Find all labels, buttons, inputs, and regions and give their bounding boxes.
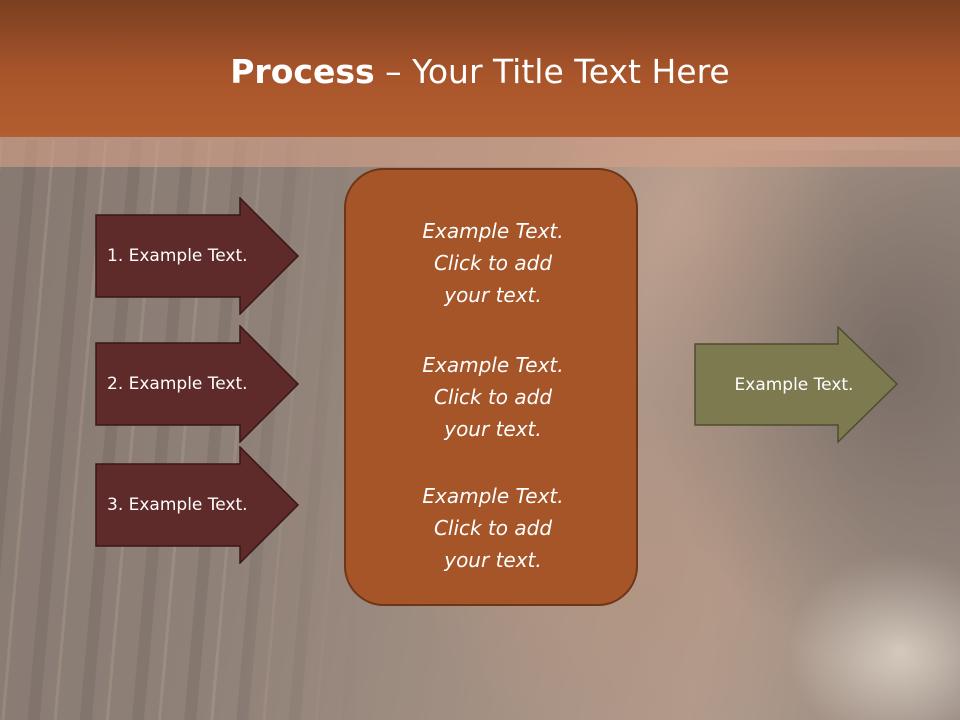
- center-text-3-line3: your text.: [444, 548, 542, 572]
- center-text-1-line2: Click to add: [433, 251, 553, 275]
- step-label-2: 2. Example Text.: [107, 374, 248, 394]
- center-text-box[interactable]: Example Text. Click to add your text. Ex…: [344, 168, 638, 606]
- title-band: [0, 137, 960, 167]
- center-text-2-line3: your text.: [444, 417, 542, 441]
- arrow-shape: [694, 326, 899, 444]
- center-text-2[interactable]: Example Text. Click to add your text.: [346, 349, 640, 445]
- title-bar: Process – Your Title Text Here: [0, 0, 960, 137]
- step-arrow-3[interactable]: 3. Example Text.: [95, 446, 300, 564]
- slide-title[interactable]: Process – Your Title Text Here: [0, 52, 960, 91]
- center-text-3-line1: Example Text.: [422, 484, 564, 508]
- step-label-1: 1. Example Text.: [107, 246, 248, 266]
- step-arrow-2[interactable]: 2. Example Text.: [95, 325, 300, 443]
- arrow-shape: [95, 325, 300, 443]
- center-text-3[interactable]: Example Text. Click to add your text.: [346, 480, 640, 576]
- center-text-2-line1: Example Text.: [422, 353, 564, 377]
- result-arrow[interactable]: Example Text.: [694, 326, 900, 444]
- center-text-2-line2: Click to add: [433, 385, 553, 409]
- center-text-1-line3: your text.: [444, 283, 542, 307]
- arrow-shape: [95, 446, 300, 564]
- title-bold: Process: [230, 52, 375, 91]
- center-text-1[interactable]: Example Text. Click to add your text.: [346, 215, 640, 311]
- center-text-3-line2: Click to add: [433, 516, 553, 540]
- arrow-shape: [95, 197, 300, 315]
- step-label-3: 3. Example Text.: [107, 495, 248, 515]
- result-label: Example Text.: [734, 375, 854, 395]
- step-arrow-1[interactable]: 1. Example Text.: [95, 197, 300, 315]
- center-text-1-line1: Example Text.: [422, 219, 564, 243]
- title-rest: – Your Title Text Here: [374, 52, 730, 91]
